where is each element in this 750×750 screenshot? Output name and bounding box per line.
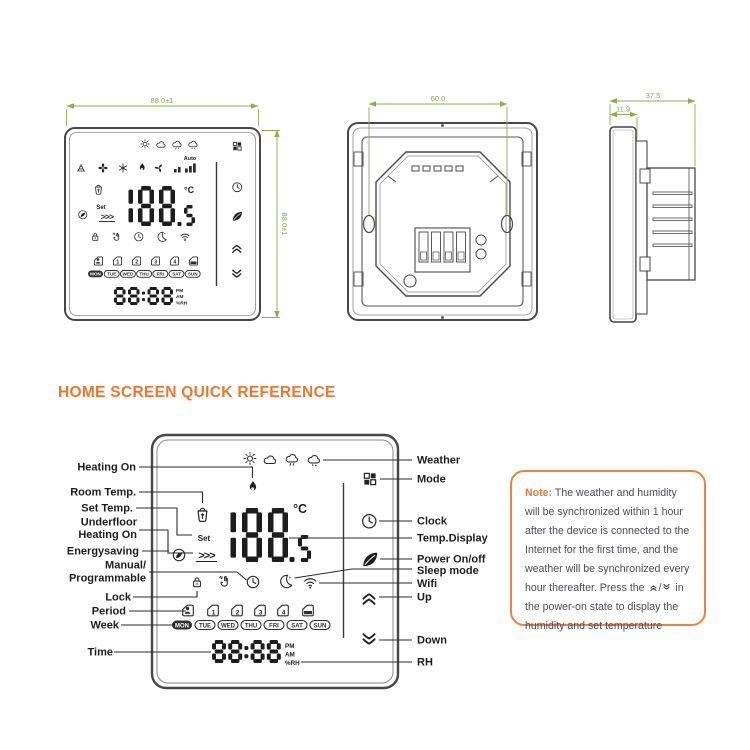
note-separator: / [658,582,662,595]
svg-text:FRI: FRI [269,623,279,629]
label-week: Week [90,620,119,632]
svg-text:%RH: %RH [176,301,188,307]
frame-clips [353,151,532,287]
svg-text:2: 2 [236,609,240,616]
svg-text:SAT: SAT [172,272,181,277]
label-power: Power On/off [417,554,486,566]
set-label: Set [198,534,211,543]
svg-text:3: 3 [259,609,263,616]
auto-label: Auto [184,156,197,162]
leader-lines [114,459,412,663]
label-wifi: Wifi [417,578,437,590]
temp-display-digits [128,186,175,226]
set-label: Set [96,205,105,211]
side-dimension-lines [609,98,696,166]
page-title: HOME SCREEN QUICK REFERENCE [58,384,336,401]
label-manual-1: Manual/ [105,560,146,572]
underfloor-heating-icon: >>> [101,212,114,222]
note-label: Note: [525,487,553,499]
svg-text:TUE: TUE [107,272,116,277]
front-view-drawing: Auto Set >>> °C 1 2 3 4 MON TUE WED [64,96,289,321]
front-width-dim: 88.0±1 [151,96,174,105]
svg-text:WED: WED [123,272,134,277]
time-display-digits [212,640,281,663]
svg-text:%RH: %RH [285,660,300,667]
depth-dim: 37.5 [646,91,661,100]
svg-text:MON: MON [175,623,189,629]
back-view-drawing: 60.0 [347,94,538,321]
panel-depth-dim: 11.9 [616,105,630,114]
time-display-digits [114,287,173,305]
label-rh: RH [417,657,433,669]
note-body-1: The weather and humidity will be synchro… [525,487,690,595]
label-temp-display: Temp.Display [417,533,489,545]
label-heating-on: Heating On [77,462,136,474]
signal-bars-icon [174,163,196,173]
label-up: Up [417,592,432,604]
label-manual-2: Programmable [69,573,146,585]
label-clock: Clock [417,516,448,528]
svg-text:4: 4 [282,609,286,616]
up-chevron-icon [648,583,659,592]
svg-text:THU: THU [245,623,257,629]
front-dimension-lines [66,103,280,319]
label-underfloor-1: Underfloor [81,517,138,529]
svg-text:PM: PM [176,288,183,294]
svg-text:WED: WED [221,623,236,629]
svg-text:FRI: FRI [157,272,164,277]
svg-text:THU: THU [139,272,149,277]
label-energysaving: Energysaving [67,546,139,558]
week-row: MON TUE WED THU FRI SAT SUN [88,270,201,278]
label-period: Period [92,606,126,618]
side-view-drawing: 37.5 11.9 [609,91,696,323]
svg-text:3: 3 [154,260,157,266]
svg-text:TUE: TUE [199,623,211,629]
week-row: MON TUE WED THU FRI SAT SUN [172,619,331,631]
front-height-dim: 88.0±1 [280,213,289,236]
mount-hole-right [500,214,514,234]
label-sleep: Sleep mode [417,565,479,577]
temp-display-digits [230,508,288,562]
label-time: Time [88,647,113,659]
period-icons-row: 1 2 3 4 [94,256,198,266]
svg-text:MON: MON [90,272,101,277]
snap-slots [387,165,499,183]
label-mode: Mode [417,474,446,486]
label-lock: Lock [105,592,132,604]
svg-text:SUN: SUN [188,272,198,277]
note-body-2: in the power-on state to display the hum… [525,582,684,633]
temp-unit: °C [184,185,195,195]
period-icons-row: 1 2 3 4 [182,604,314,617]
temp-unit: °C [293,502,307,516]
label-set-temp: Set Temp. [81,503,133,515]
label-room-temp: Room Temp. [70,487,136,499]
back-dimension-lines [368,101,508,215]
svg-text:AM: AM [176,294,183,300]
svg-text:1: 1 [116,260,119,266]
label-underfloor-2: Heating On [78,529,137,541]
svg-text:SAT: SAT [291,623,303,629]
home-screen-diagram: Set >>> °C 1 2 3 4 MON TUE WED THU FRI [67,433,489,690]
underfloor-heating-icon: >>> [198,550,215,562]
terminal-block [403,227,487,288]
svg-text:4: 4 [173,260,176,266]
mount-hole-left [362,214,376,234]
svg-text:AM: AM [285,652,295,659]
label-weather: Weather [417,455,461,467]
svg-text:SUN: SUN [314,623,327,629]
down-chevron-icon [661,583,672,592]
note-box: Note: The weather and humidity will be s… [510,470,706,632]
svg-text:1: 1 [212,609,216,616]
heatsink-fins [652,168,693,280]
hole-spacing-dim: 60.0 [431,94,446,103]
temp-decimal-digit [184,205,195,226]
svg-text:2: 2 [135,260,138,266]
svg-text:PM: PM [285,643,294,650]
label-down: Down [417,635,447,647]
